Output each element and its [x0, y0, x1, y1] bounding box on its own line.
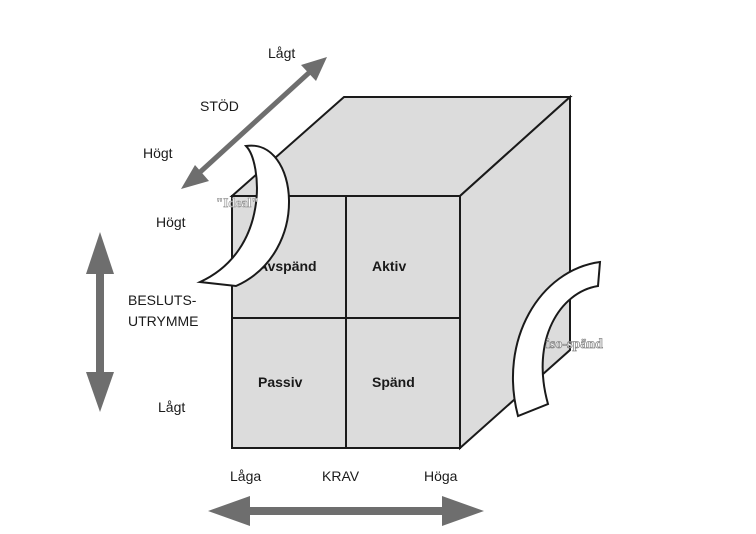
latitude-arrow — [86, 232, 114, 412]
ideal-arc: "Ideal" — [196, 144, 290, 288]
demand-title: KRAV — [322, 468, 360, 484]
support-arrow — [181, 57, 327, 189]
demand-low-label: Låga — [230, 468, 261, 484]
latitude-arrow-head-down — [86, 372, 114, 412]
demand-arrow-head-right — [442, 496, 484, 526]
latitude-low-label: Lågt — [158, 399, 185, 415]
latitude-title-line2: UTRYMME — [128, 313, 199, 329]
latitude-title-line1: BESLUTS- — [128, 292, 197, 308]
iso-arc-shape — [512, 260, 602, 418]
demand-high-label: Höga — [424, 468, 458, 484]
quadrant-top-right-label: Aktiv — [372, 258, 406, 274]
support-arrow-head-up — [301, 57, 327, 81]
demand-arrow — [208, 496, 484, 526]
support-title: STÖD — [200, 97, 239, 114]
quadrant-bottom-right-label: Spänd — [372, 374, 415, 390]
quadrant-bottom-left-label: Passiv — [258, 374, 303, 390]
ideal-arc-label: "Ideal" — [216, 195, 259, 210]
quadrant-top-left-label: Avspänd — [258, 258, 317, 274]
iso-arc-label: iso-spänd — [546, 337, 603, 352]
support-arrow-head-down — [181, 165, 209, 189]
latitude-arrow-head-up — [86, 232, 114, 274]
latitude-high-label: Högt — [156, 214, 186, 230]
demand-arrow-head-left — [208, 496, 250, 526]
support-high-label: Högt — [143, 145, 173, 161]
support-low-label: Lågt — [268, 45, 295, 61]
iso-arc: iso-spänd — [512, 260, 603, 418]
ideal-arc-shape — [196, 144, 290, 288]
